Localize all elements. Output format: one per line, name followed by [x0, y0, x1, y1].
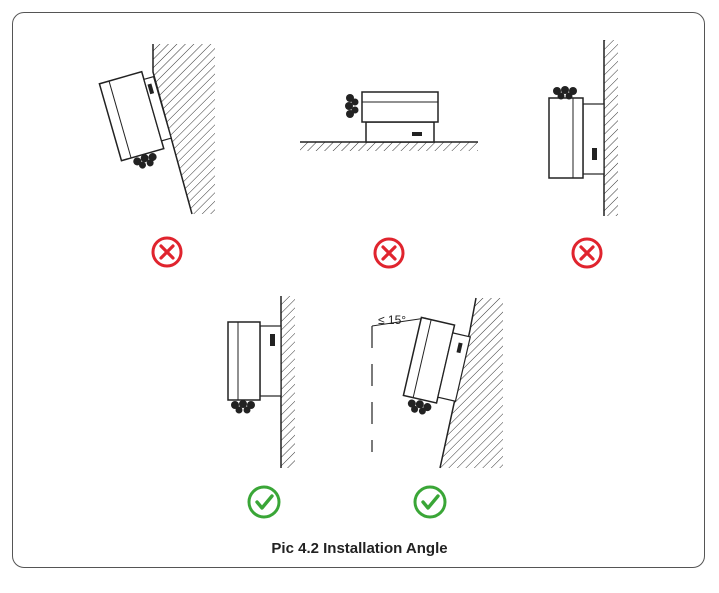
check-circle-icon	[247, 485, 281, 519]
inverter-upside-down	[548, 97, 584, 179]
cross-circle-icon	[571, 237, 603, 269]
wall-surface	[152, 44, 193, 215]
inverter-tilted-back	[402, 316, 471, 417]
wall-hatch	[604, 40, 618, 216]
scene-vertical	[227, 296, 295, 468]
floor-hatch	[300, 142, 478, 151]
wall-hatch	[440, 298, 503, 468]
figure-frame	[12, 12, 705, 568]
scene-tilted-back: ≤ 15°	[371, 297, 503, 469]
figure-caption: Pic 4.2 Installation Angle	[271, 540, 448, 557]
cross-circle-icon	[151, 236, 183, 268]
wall-hatch	[153, 44, 215, 214]
wall-surface	[439, 297, 477, 469]
wall-hatch	[281, 296, 295, 468]
check-circle-icon	[413, 485, 447, 519]
inverter-vertical	[227, 321, 261, 401]
scene-tilted-forward	[98, 44, 215, 215]
inverter-horizontal	[361, 91, 439, 123]
mounting-bracket	[582, 103, 605, 175]
cross-circle-icon	[373, 237, 405, 269]
angle-label: ≤ 15°	[378, 313, 406, 327]
angle-arc	[371, 317, 427, 327]
scene-horizontal	[300, 91, 478, 151]
mounting-bracket	[365, 121, 435, 143]
scene-upside-down	[548, 40, 618, 216]
inverter-tilted-forward	[98, 70, 172, 171]
